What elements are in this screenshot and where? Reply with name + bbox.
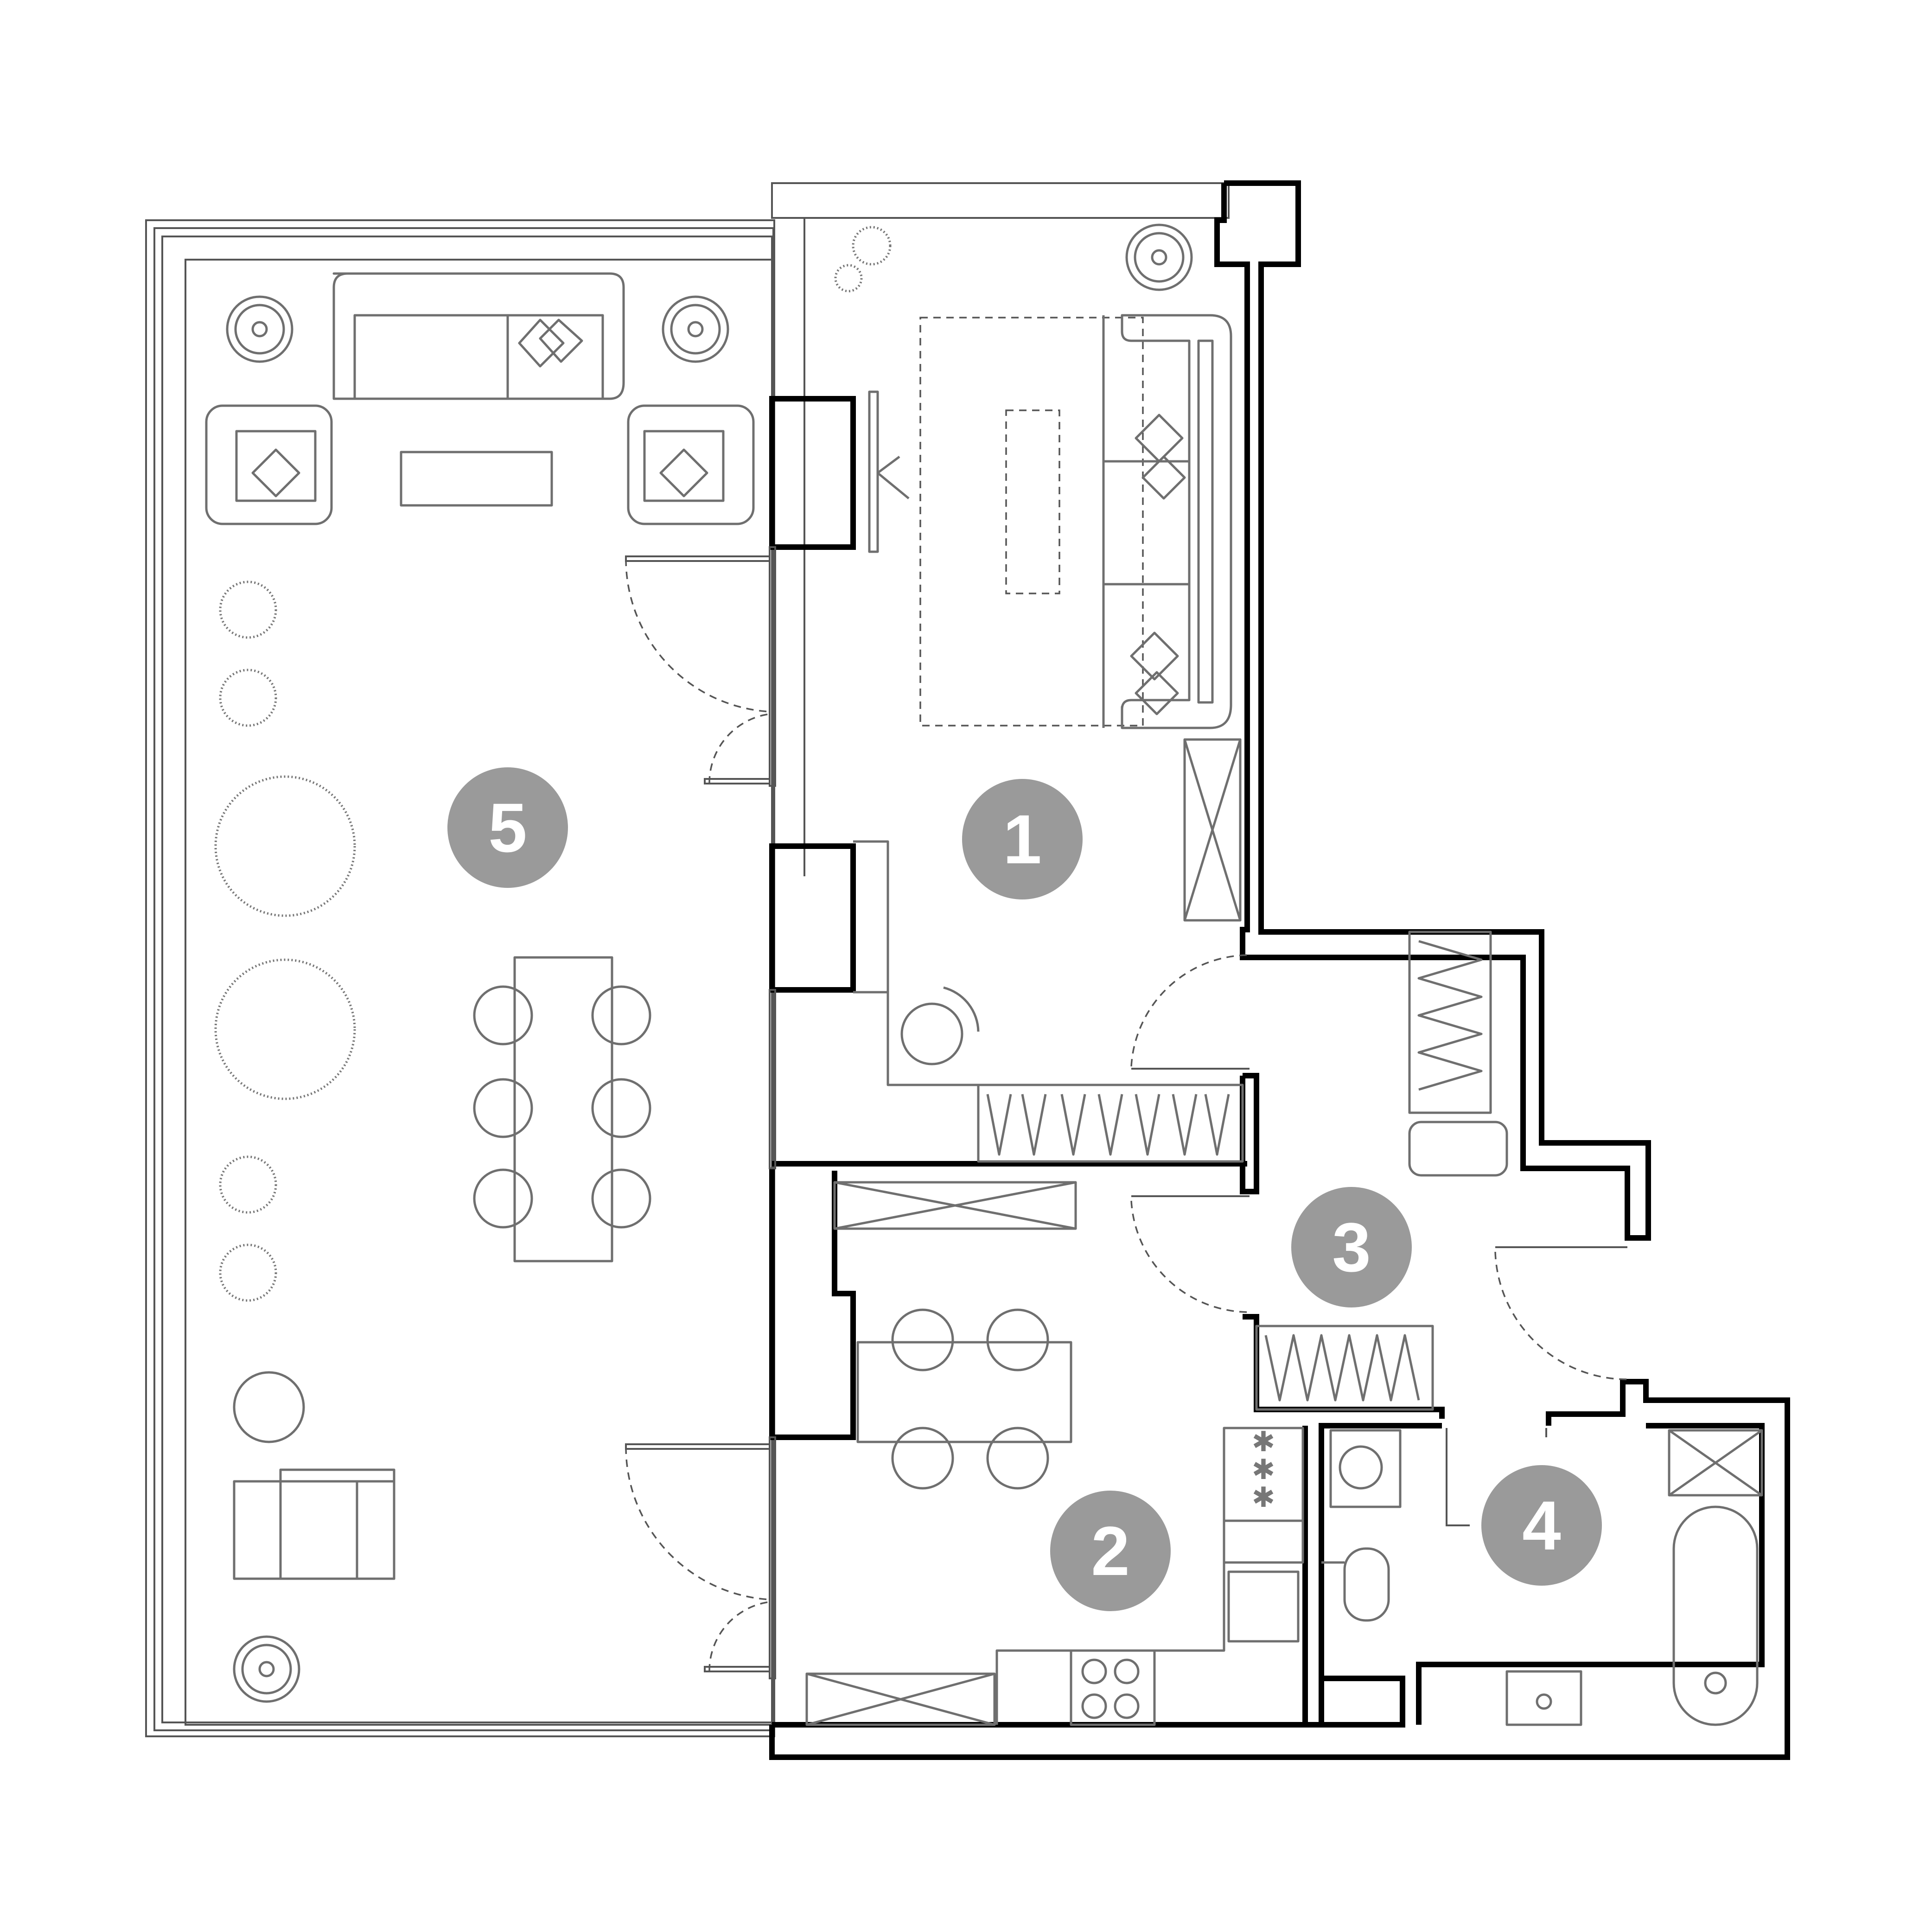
room5-furniture xyxy=(205,272,755,1703)
room4-furniture xyxy=(1321,1429,1763,1726)
room-badge-3: 3 xyxy=(1291,1187,1412,1307)
room-number-2: 2 xyxy=(1091,1512,1129,1590)
room-badge-2: 2 xyxy=(1050,1491,1171,1611)
room1-furniture xyxy=(834,223,1244,1163)
svg-text:✱: ✱ xyxy=(1252,1454,1275,1485)
svg-text:✱: ✱ xyxy=(1252,1482,1275,1513)
doors xyxy=(625,555,1628,1672)
svg-text:✱: ✱ xyxy=(1252,1426,1275,1457)
terrace-outline xyxy=(145,219,775,1737)
room-number-3: 3 xyxy=(1332,1208,1371,1286)
room-badge-1: 1 xyxy=(962,779,1083,899)
room3-furniture xyxy=(1255,931,1508,1411)
window-frames xyxy=(769,546,776,1679)
room-number-4: 4 xyxy=(1522,1486,1561,1564)
room-badge-5: 5 xyxy=(447,767,568,888)
room2-furniture: ✱ ✱ ✱ xyxy=(805,1181,1304,1726)
room-number-1: 1 xyxy=(1003,800,1041,878)
room-number-5: 5 xyxy=(488,789,527,867)
room-badge-4: 4 xyxy=(1481,1465,1602,1586)
